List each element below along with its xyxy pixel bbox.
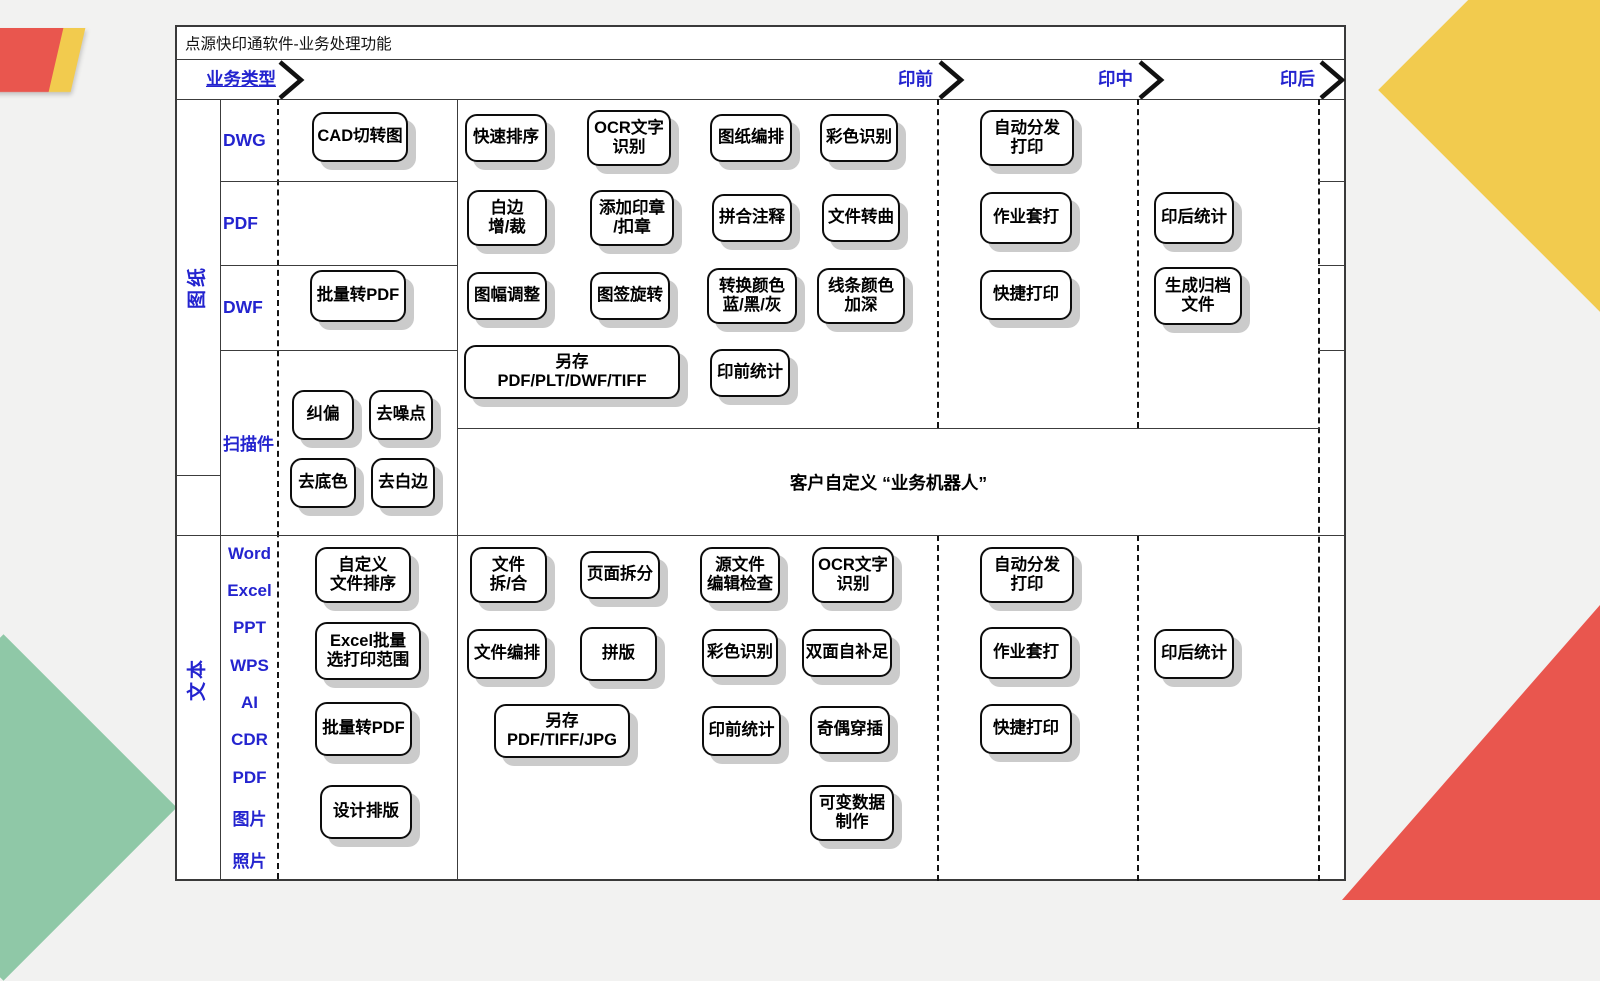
group-label-drawings: 图纸 [187,265,208,310]
node-denoise: 去噪点 [369,390,433,440]
format-label-list: Word Excel PPT WPS AI CDR PDF 图片 照片 [220,535,279,881]
node-postpress-stats-drawings: 印后统计 [1154,192,1234,244]
node-variable-data: 可变数据 制作 [810,785,894,841]
grid-line [220,350,457,351]
node-color-detect-text: 彩色识别 [702,629,778,677]
format-label: AI [241,692,258,712]
node-quick-print-text: 快捷打印 [980,704,1072,754]
node-file-split-merge: 文件 拆/合 [470,547,547,603]
node-odd-even-interleave: 奇偶穿插 [810,706,890,754]
chevron-right-icon [278,60,305,100]
format-label: 图片 [232,809,267,829]
row-label-scan: 扫描件 [223,435,274,454]
format-label: WPS [230,655,269,675]
custom-robot-box: 客户自定义 “业务机器人” [457,428,1320,535]
node-excel-print-range: Excel批量 选打印范围 [315,622,421,680]
chevron-right-icon [1138,60,1165,100]
grid-dashed-line [937,99,939,428]
node-frame-adjust: 图幅调整 [467,272,547,320]
header-inpress: 印中 [1098,68,1133,89]
node-line-darken: 线条颜色 加深 [817,268,905,324]
group-label-text: 文本 [187,657,208,702]
header-divider [177,99,1344,100]
node-quick-print: 快捷打印 [980,270,1072,320]
header-business-type: 业务类型 [206,68,276,89]
node-postpress-stats-text: 印后统计 [1154,629,1234,679]
chevron-right-icon [1319,60,1346,100]
format-label: PDF [232,767,267,787]
node-remove-background: 去底色 [290,458,356,508]
row-label-pdf: PDF [223,212,258,233]
grid-dashed-line [1137,535,1139,881]
grid-dashed-line [277,99,279,879]
node-page-split: 页面拆分 [580,551,660,599]
grid-dashed-line [1318,99,1320,881]
grid-line [1318,350,1344,351]
node-auto-distribute-print: 自动分发 打印 [980,110,1074,166]
row-label-dwf: DWF [223,297,263,317]
format-label: CDR [231,730,268,750]
yellow-corner-triangle [1378,0,1600,373]
node-auto-distribute-print-text: 自动分发 打印 [980,547,1074,603]
grid-line [220,181,457,182]
grid-line [457,99,458,881]
node-ocr-text: OCR文字 识别 [812,547,894,603]
chevron-right-icon [938,60,965,100]
green-corner-triangle [0,634,177,981]
node-titleblock-rotate: 图签旋转 [590,272,670,320]
grid-line [1318,265,1344,266]
node-save-as-drawings: 另存 PDF/PLT/DWF/TIFF [464,345,680,399]
node-imposition: 拼版 [580,627,657,681]
node-custom-file-sort: 自定义 文件排序 [315,547,411,603]
node-design-layout: 设计排版 [320,785,412,839]
node-prepress-stats-drawings: 印前统计 [710,349,790,397]
red-corner-triangle [1342,605,1600,900]
node-save-as-text: 另存 PDF/TIFF/JPG [494,704,630,758]
node-convert-color: 转换颜色 蓝/黑/灰 [707,268,797,324]
node-duplex-autofill: 双面自补足 [802,629,892,677]
node-job-batch-print-text: 作业套打 [980,627,1072,679]
section-divider [177,535,1344,536]
title-divider [177,59,1344,60]
node-merge-notes: 拼合注释 [712,194,792,242]
format-label: PPT [232,618,267,638]
grid-dashed-line [937,535,939,881]
diagram-title: 点源快印通软件-业务处理功能 [185,36,392,53]
format-label: Excel [227,580,272,600]
grid-dashed-line [1137,99,1139,428]
format-label: 照片 [232,852,267,872]
node-generate-archive: 生成归档 文件 [1154,267,1242,325]
node-cad-cut: CAD切转图 [312,112,408,162]
node-file-layout: 文件编排 [467,629,547,679]
node-source-check: 源文件 编辑检查 [700,547,780,603]
header-prepress: 印前 [898,68,933,89]
node-white-edge: 白边 增/裁 [467,190,547,246]
grid-line [177,475,220,476]
node-prepress-stats-text: 印前统计 [702,706,781,756]
node-deskew: 纠偏 [292,390,354,440]
grid-line [220,265,457,266]
node-job-batch-print: 作业套打 [980,192,1072,244]
corner-ribbon-decoration [0,28,86,92]
diagram-panel: 点源快印通软件-业务处理功能 业务类型 印前 印中 印后 图纸 文本 DWG P… [175,25,1346,881]
node-stamp: 添加印章 /扣章 [590,190,674,246]
grid-line [220,99,221,881]
header-postpress: 印后 [1280,68,1315,89]
node-drawing-layout: 图纸编排 [710,114,792,162]
node-quick-sort: 快速排序 [465,114,547,162]
node-color-detect: 彩色识别 [820,114,898,162]
node-ocr: OCR文字 识别 [587,110,671,166]
node-batch-to-pdf-text: 批量转PDF [315,702,412,756]
grid-line [1318,181,1344,182]
row-label-dwg: DWG [223,129,266,150]
node-batch-to-pdf: 批量转PDF [310,270,406,322]
node-to-curve: 文件转曲 [822,194,900,242]
format-label: Word [227,543,272,563]
node-remove-white-edge: 去白边 [371,458,435,508]
